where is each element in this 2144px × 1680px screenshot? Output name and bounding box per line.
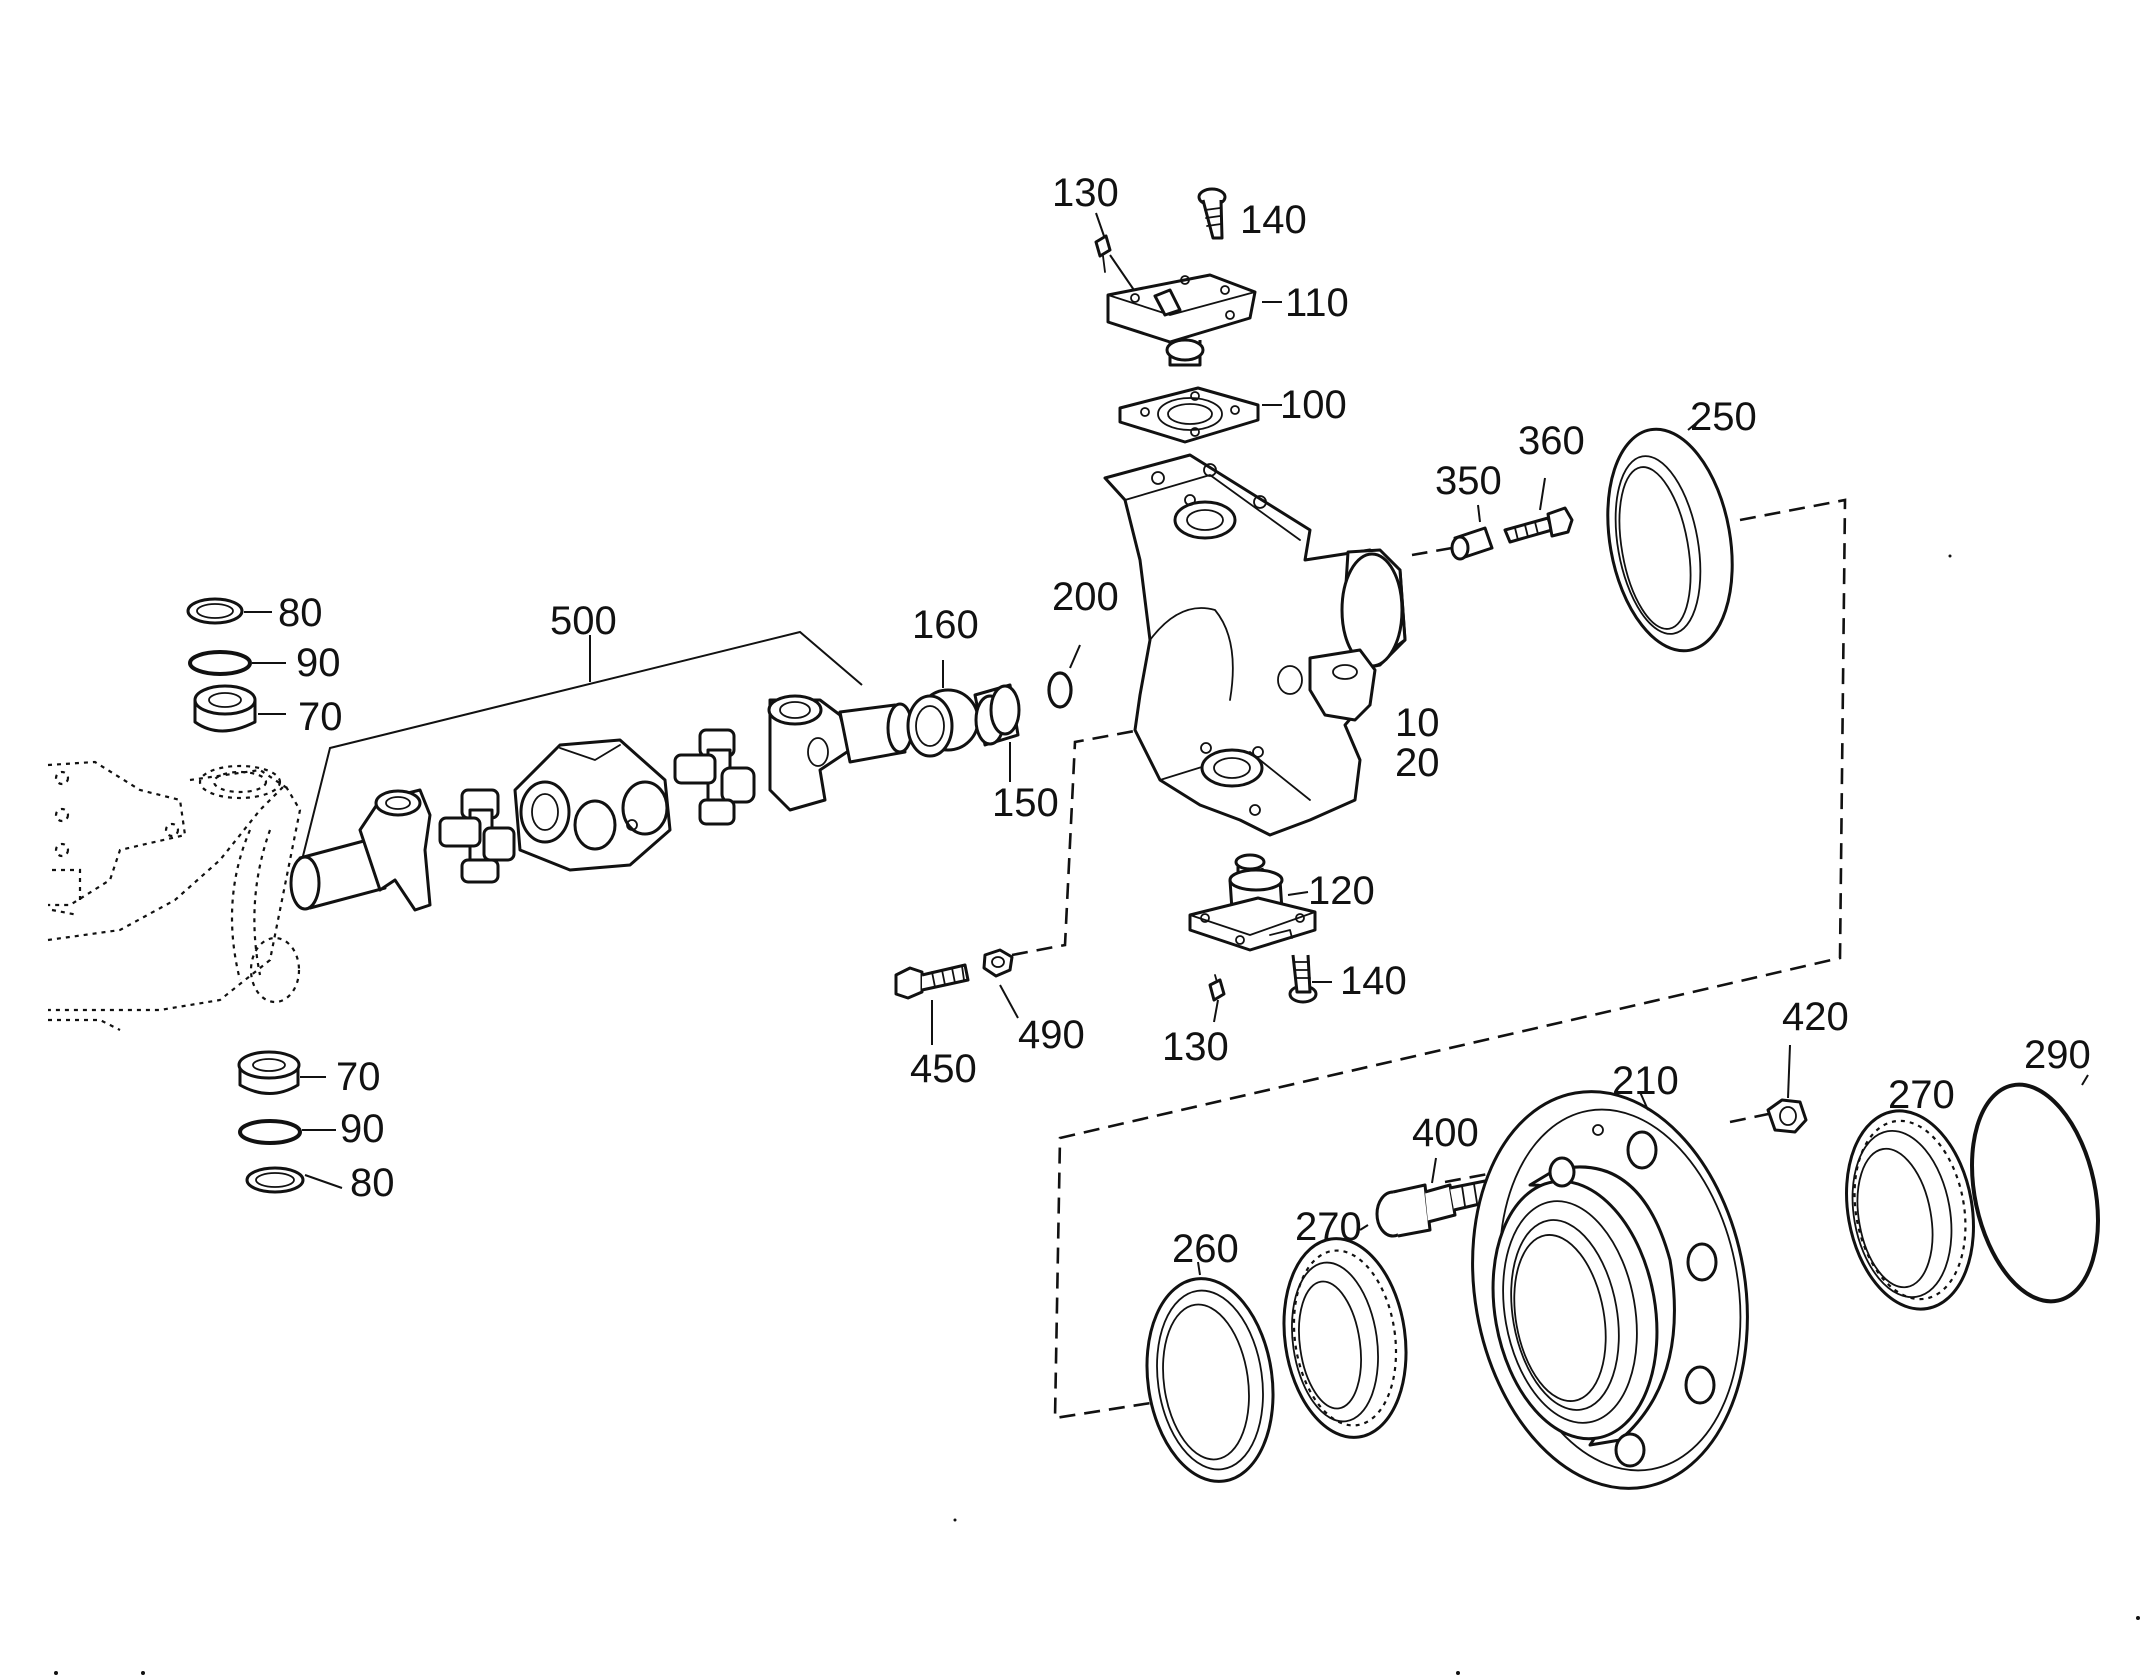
- part-90-top-oring: [188, 650, 286, 676]
- label-140-bottom: 140: [1340, 959, 1407, 1003]
- part-100-top-gasket: [1118, 386, 1282, 444]
- label-400: 400: [1412, 1111, 1479, 1155]
- label-200: 200: [1052, 575, 1119, 619]
- label-450: 450: [910, 1047, 977, 1091]
- label-80-bottom: 80: [350, 1161, 395, 1205]
- label-420: 420: [1782, 995, 1849, 1039]
- part-80-top-shim: [186, 597, 272, 625]
- part-150-bushing: [973, 683, 1021, 782]
- label-10: 10: [1395, 701, 1440, 745]
- part-140-bottom-bolt: [1288, 954, 1332, 1004]
- label-130-top: 130: [1052, 171, 1119, 215]
- part-500-drive-shaft: [289, 694, 914, 912]
- label-210: 210: [1612, 1059, 1679, 1103]
- part-420-nut: [1766, 1044, 1808, 1134]
- label-130-bottom: 130: [1162, 1025, 1229, 1069]
- label-150: 150: [992, 781, 1059, 825]
- part-210-wheel-hub: [1471, 1090, 1749, 1490]
- part-350-spacer: [1450, 504, 1494, 561]
- part-270-right-bearing: [1845, 1109, 1975, 1311]
- axle-housing: [47, 760, 302, 1031]
- label-260: 260: [1172, 1227, 1239, 1271]
- part-130-bottom-grease-nipple: [1208, 974, 1226, 1023]
- part-360-bolt: [1503, 477, 1574, 544]
- part-130-top-grease-nipple: [1094, 212, 1137, 294]
- part-70-top-bearing: [193, 684, 286, 733]
- label-80-top: 80: [278, 591, 323, 635]
- part-110-top-cap: [1106, 273, 1282, 367]
- part-labels: 130 140 110 100 250 360 350 80 90 70 500…: [278, 171, 2091, 1271]
- part-70-bottom-bearing: [237, 1050, 326, 1095]
- part-10-20-steering-knuckle: [1103, 453, 1407, 837]
- part-270-left-bearing: [1282, 1224, 1408, 1439]
- label-110: 110: [1285, 281, 1349, 325]
- part-120-bottom-cap: [1188, 853, 1317, 952]
- label-70-bottom: 70: [336, 1055, 381, 1099]
- scan-specks: [54, 554, 2140, 1675]
- part-290-o-ring: [1970, 1074, 2100, 1304]
- label-90-bottom: 90: [340, 1107, 385, 1151]
- label-360: 360: [1518, 419, 1585, 463]
- part-140-top-bolt: [1197, 187, 1227, 240]
- label-290: 290: [2024, 1033, 2091, 1077]
- part-450-bolt: [894, 963, 970, 1045]
- part-90-bottom-oring: [238, 1119, 336, 1145]
- label-90-top: 90: [296, 641, 341, 685]
- part-260-seal: [1145, 1261, 1275, 1483]
- label-270-left: 270: [1295, 1205, 1362, 1249]
- part-490-nut: [982, 948, 1019, 1019]
- label-140-top: 140: [1240, 198, 1307, 242]
- part-80-bottom-shim: [245, 1166, 343, 1194]
- part-250-seal-ring: [1606, 419, 1734, 653]
- part-500-bracket: [301, 630, 863, 861]
- part-160-seal: [906, 660, 980, 758]
- label-250: 250: [1690, 395, 1757, 439]
- label-350: 350: [1435, 459, 1502, 503]
- label-100: 100: [1280, 383, 1347, 427]
- label-490: 490: [1018, 1013, 1085, 1057]
- label-500: 500: [550, 599, 617, 643]
- label-20: 20: [1395, 741, 1440, 785]
- label-270-right: 270: [1888, 1073, 1955, 1117]
- label-70-top: 70: [298, 695, 343, 739]
- label-160: 160: [912, 603, 979, 647]
- label-120: 120: [1308, 869, 1375, 913]
- part-200-snap-ring: [1047, 644, 1081, 709]
